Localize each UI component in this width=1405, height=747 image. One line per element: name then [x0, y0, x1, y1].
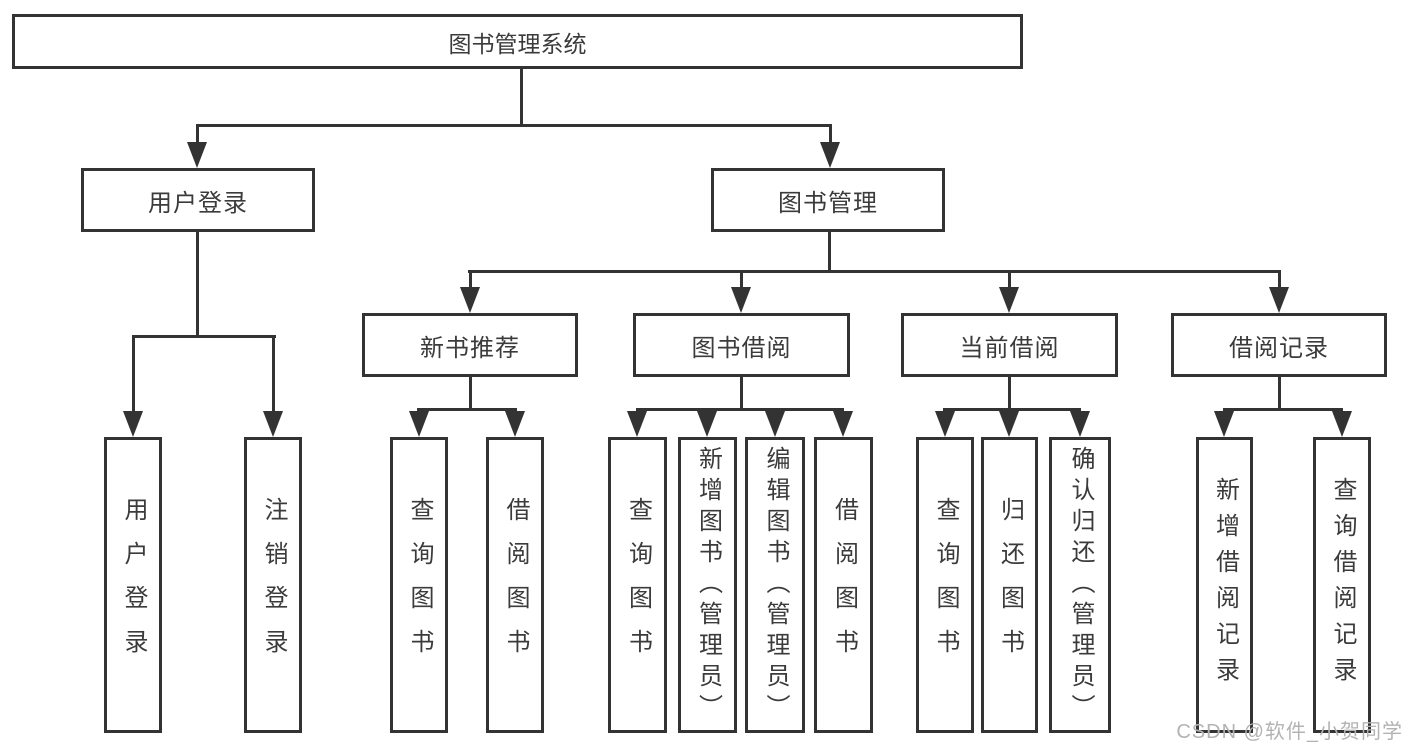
node-query-books-borrowing: 查询图书: [608, 437, 667, 733]
connector-line: [132, 335, 276, 338]
connector-arrowhead: [999, 411, 1019, 437]
connector-line: [636, 408, 844, 411]
node-book-borrowing: 图书借阅: [633, 313, 850, 377]
node-confirm-return-admin: 确认归还（管理员）: [1049, 437, 1111, 733]
node-book-management: 图书管理: [711, 168, 945, 232]
connector-line: [828, 232, 831, 273]
node-logout-login: 注销登录: [244, 437, 302, 733]
connector-line: [1278, 273, 1281, 289]
connector-line: [196, 127, 199, 144]
connector-line: [829, 127, 832, 144]
connector-arrowhead: [697, 411, 717, 437]
node-query-borrow-record: 查询借阅记录: [1313, 437, 1371, 733]
node-edit-book-admin: 编辑图书（管理员）: [745, 437, 805, 733]
connector-arrowhead: [123, 411, 143, 437]
connector-line: [1278, 377, 1281, 411]
node-query-books-current: 查询图书: [916, 437, 974, 733]
node-current-borrowing: 当前借阅: [901, 313, 1118, 377]
node-query-books-recommend: 查询图书: [390, 437, 448, 733]
connector-arrowhead: [409, 411, 429, 437]
connector-line: [520, 68, 523, 124]
connector-arrowhead: [1332, 411, 1352, 437]
connector-line: [1008, 377, 1011, 411]
connector-line: [468, 270, 1281, 273]
connector-arrowhead: [263, 411, 283, 437]
connector-line: [1008, 273, 1011, 289]
node-user-login-leaf: 用户登录: [104, 437, 162, 733]
connector-arrowhead: [1070, 411, 1090, 437]
connector-arrowhead: [187, 142, 207, 168]
connector-arrowhead: [1214, 411, 1234, 437]
connector-line: [469, 377, 472, 411]
node-borrowing-records: 借阅记录: [1171, 313, 1387, 377]
watermark: CSDN @软件_小贺同学: [1176, 721, 1403, 743]
connector-line: [740, 273, 743, 289]
node-new-book-recommendation: 新书推荐: [362, 313, 578, 377]
connector-arrowhead: [627, 411, 647, 437]
connector-arrowhead: [505, 411, 525, 437]
connector-line: [417, 408, 517, 411]
connector-arrowhead: [731, 287, 751, 313]
connector-arrowhead: [935, 411, 955, 437]
node-add-borrow-record: 新增借阅记录: [1196, 437, 1253, 733]
connector-line: [132, 338, 135, 411]
connector-line: [196, 124, 832, 127]
node-book-management-system: 图书管理系统: [12, 14, 1023, 69]
connector-line: [272, 338, 275, 411]
node-borrow-books-recommend: 借阅图书: [486, 437, 544, 733]
node-user-login: 用户登录: [81, 168, 315, 232]
connector-line: [469, 273, 472, 289]
connector-line: [1223, 408, 1343, 411]
connector-arrowhead: [999, 287, 1019, 313]
node-add-book-admin: 新增图书（管理员）: [678, 437, 737, 733]
connector-arrowhead: [1269, 287, 1289, 313]
connector-arrowhead: [460, 287, 480, 313]
node-return-books: 归还图书: [981, 437, 1038, 733]
connector-line: [740, 377, 743, 411]
connector-line: [196, 232, 199, 338]
node-borrow-books-leaf: 借阅图书: [814, 437, 873, 733]
connector-arrowhead: [820, 142, 840, 168]
connector-line: [943, 408, 1081, 411]
connector-arrowhead: [833, 411, 853, 437]
connector-arrowhead: [765, 411, 785, 437]
